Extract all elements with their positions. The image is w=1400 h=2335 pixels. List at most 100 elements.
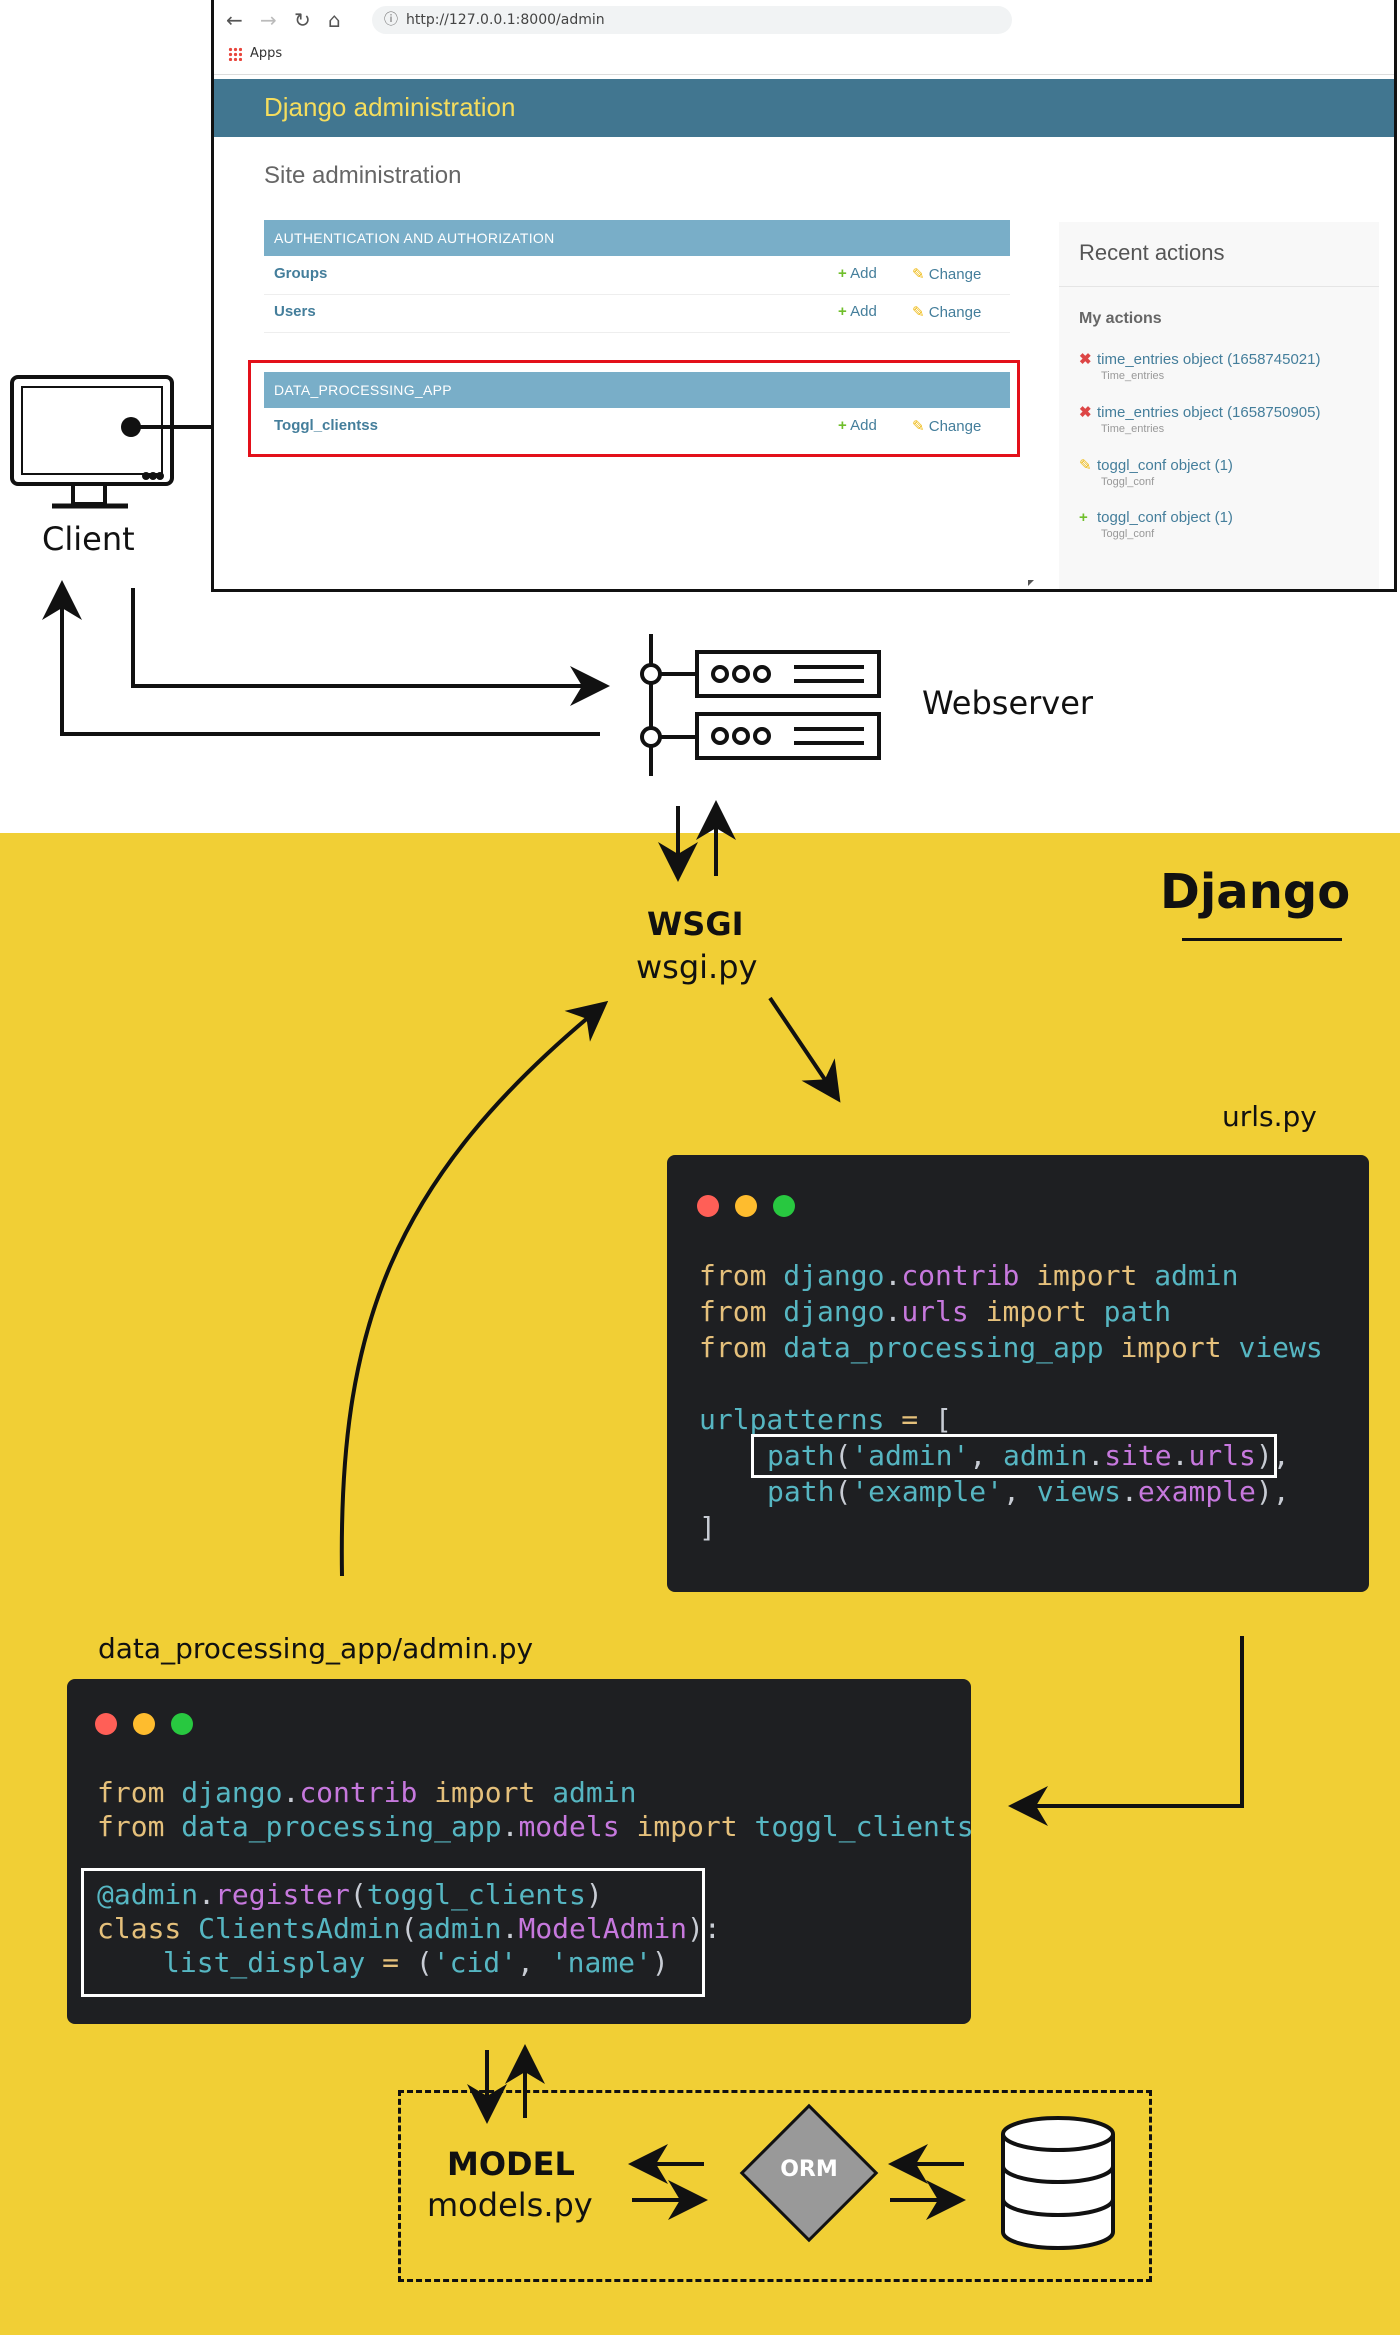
module-header-auth[interactable]: AUTHENTICATION AND AUTHORIZATION: [264, 220, 1010, 256]
recent-action-item[interactable]: ✖ time_entries object (1658745021) Time_e…: [1079, 350, 1320, 382]
model-link-users[interactable]: Users: [274, 303, 316, 320]
add-icon: +: [838, 265, 847, 282]
code-highlight-box: [81, 1868, 705, 1997]
model-title: MODEL: [447, 2145, 575, 2183]
apps-grid-icon: [228, 46, 242, 61]
code-line: @admin.register(toggl_clients): [97, 1878, 603, 1911]
recent-action-type: Time_entries: [1101, 370, 1165, 382]
code-line: class ClientsAdmin(admin.ModelAdmin):: [97, 1912, 721, 1945]
change-label: Change: [928, 418, 982, 435]
maximize-dot: [171, 1713, 193, 1735]
change-link[interactable]: ✎ Change: [912, 303, 981, 321]
code-line: from django.contrib import admin: [699, 1259, 1239, 1292]
request-arrow: [131, 588, 610, 706]
change-link[interactable]: ✎ Change: [912, 417, 981, 435]
recent-action-text: toggl_conf object (1): [1097, 509, 1233, 526]
recent-action-item[interactable]: ✎ toggl_conf object (1) Toggl_conf: [1079, 456, 1233, 488]
code-highlight-box: [751, 1434, 1277, 1478]
minimize-dot: [133, 1713, 155, 1735]
change-label: Change: [928, 266, 982, 283]
site-title: Site administration: [264, 162, 462, 189]
code-line: ]: [699, 1511, 716, 1544]
close-dot: [95, 1713, 117, 1735]
orm-label: ORM: [780, 2157, 838, 2182]
code-line: from data_processing_app.models import t…: [97, 1810, 974, 1843]
minimize-dot: [735, 1195, 757, 1217]
module-row: Groups + Add ✎ Change: [264, 256, 1010, 295]
add-link[interactable]: + Add: [838, 265, 877, 282]
wsgi-title: WSGI: [647, 905, 744, 943]
my-actions-title: My actions: [1079, 310, 1162, 327]
recent-action-type: Time_entries: [1101, 423, 1165, 435]
reload-icon[interactable]: ↻: [294, 8, 311, 32]
info-icon: ⓘ: [384, 12, 398, 28]
wsgi-file: wsgi.py: [636, 948, 758, 986]
back-icon[interactable]: ←: [226, 8, 243, 32]
django-label: Django: [1160, 864, 1351, 920]
urls-file-label: urls.py: [1222, 1100, 1317, 1133]
admin-title[interactable]: Django administration: [264, 92, 516, 122]
recent-action-type: Toggl_conf: [1101, 528, 1155, 540]
recent-actions-panel: Recent actions My actions ✖ time_entries …: [1059, 222, 1379, 589]
recent-action-item[interactable]: ✖ time_entries object (1658750905) Time_e…: [1079, 403, 1320, 435]
module-row: Users + Add ✎ Change: [264, 294, 1010, 333]
edit-icon: ✎: [912, 304, 925, 321]
maximize-dot: [773, 1195, 795, 1217]
add-link[interactable]: + Add: [838, 303, 877, 320]
forward-icon[interactable]: →: [260, 8, 277, 32]
client-label: Client: [42, 520, 135, 558]
browser-window: ← → ↻ ⌂ ⓘ http://127.0.0.1:8000/admin Ap…: [211, 0, 1397, 592]
edit-icon: ✎: [1079, 457, 1092, 474]
admin-code-window: from django.contrib import admin from da…: [67, 1679, 974, 2024]
code-line: path('example', views.example),: [767, 1475, 1290, 1508]
recent-action-text: time_entries object (1658745021): [1097, 351, 1321, 368]
server-icon: [640, 634, 881, 776]
code-line: path('admin', admin.site.urls),: [767, 1439, 1290, 1472]
connector-dot: [121, 417, 141, 437]
divider: [1059, 286, 1379, 287]
monitor-icon: [10, 375, 174, 509]
address-bar[interactable]: ⓘ http://127.0.0.1:8000/admin: [372, 6, 1012, 34]
recent-action-item[interactable]: + toggl_conf object (1) Toggl_conf: [1079, 509, 1233, 540]
code-line: list_display = ('cid', 'name'): [163, 1946, 669, 1979]
add-label: Add: [850, 303, 877, 320]
model-link-toggl-clients[interactable]: Toggl_clientss: [274, 417, 378, 434]
delete-icon: ✖: [1079, 351, 1092, 368]
change-link[interactable]: ✎ Change: [912, 265, 981, 283]
code-line: from django.contrib import admin: [97, 1776, 637, 1809]
bookmarks-apps[interactable]: Apps: [228, 46, 282, 61]
recent-action-text: time_entries object (1658750905): [1097, 404, 1321, 421]
edit-icon: ✎: [912, 418, 925, 435]
add-icon: +: [838, 417, 847, 434]
django-underline: [1182, 938, 1342, 941]
response-arrow: [42, 580, 600, 736]
mouse-cursor-icon: [1028, 580, 1034, 586]
recent-action-type: Toggl_conf: [1101, 476, 1155, 488]
recent-action-text: toggl_conf object (1): [1097, 457, 1233, 474]
model-region: [398, 2090, 1152, 2282]
module-row: Toggl_clientss + Add ✎ Change: [264, 408, 1010, 446]
code-line: from data_processing_app import views: [699, 1331, 1323, 1364]
model-file: models.py: [427, 2186, 593, 2224]
browser-chrome: ← → ↻ ⌂ ⓘ http://127.0.0.1:8000/admin Ap…: [214, 0, 1394, 75]
code-line: from django.urls import path: [699, 1295, 1172, 1328]
highlight-box: [248, 360, 1020, 457]
urls-code-window: from django.contrib import admin from dj…: [667, 1155, 1369, 1592]
url-text: http://127.0.0.1:8000/admin: [406, 12, 605, 28]
delete-icon: ✖: [1079, 404, 1092, 421]
webserver-label: Webserver: [922, 684, 1094, 722]
edit-icon: ✎: [912, 266, 925, 283]
add-icon: +: [1079, 509, 1088, 526]
home-icon[interactable]: ⌂: [328, 8, 341, 32]
change-label: Change: [928, 304, 982, 321]
add-label: Add: [850, 417, 877, 434]
add-link[interactable]: + Add: [838, 417, 877, 434]
apps-label: Apps: [250, 46, 283, 61]
module-header-data-processing[interactable]: DATA_PROCESSING_APP: [264, 372, 1010, 408]
add-icon: +: [838, 303, 847, 320]
recent-actions-title: Recent actions: [1079, 240, 1225, 265]
admin-header: [214, 79, 1394, 137]
add-label: Add: [850, 265, 877, 282]
close-dot: [697, 1195, 719, 1217]
model-link-groups[interactable]: Groups: [274, 265, 328, 282]
